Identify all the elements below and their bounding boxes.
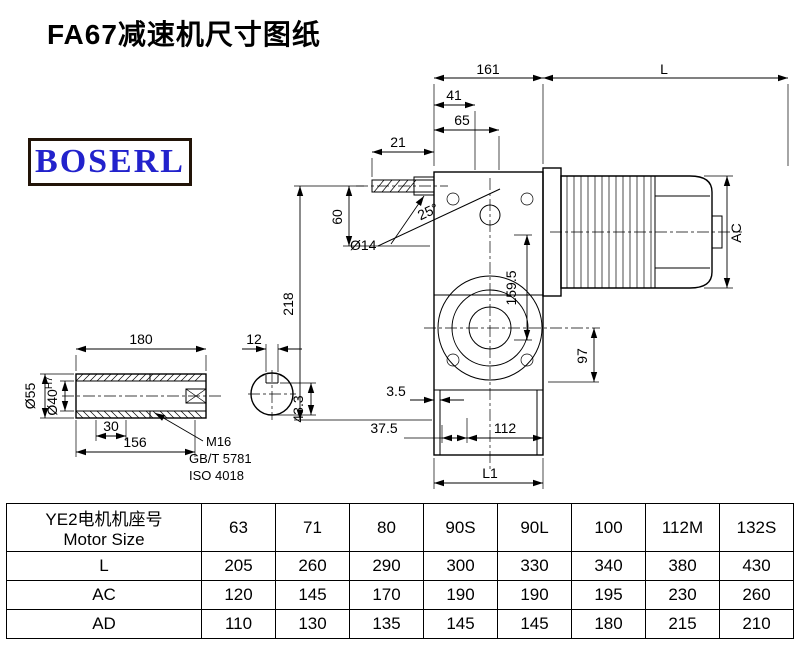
section-hatch-bottom <box>75 410 203 419</box>
table-cell: 110 <box>201 609 276 639</box>
table-row-AC: AC 120 145 170 190 190 195 230 260 <box>6 580 794 610</box>
table-cell: 290 <box>349 551 424 581</box>
housing-outline <box>433 171 544 456</box>
dim-112: 112 <box>494 420 517 436</box>
table-cell: 340 <box>571 551 646 581</box>
size-col-90s: 90S <box>423 503 498 552</box>
table-cell: 180 <box>571 609 646 639</box>
keyway-section-detail: 12 43.3 <box>242 331 316 423</box>
size-col-132s: 132S <box>719 503 794 552</box>
table-row-L: L 205 260 290 300 330 340 380 430 <box>6 551 794 581</box>
dim-L1: L1 <box>482 465 498 481</box>
table-header-row: YE2电机机座号 Motor Size 63 71 80 90S 90L 100… <box>6 503 794 552</box>
dim-41: 41 <box>446 87 462 103</box>
table-cell: 190 <box>423 580 498 610</box>
section-hatch-top <box>75 373 203 382</box>
dim-218: 218 <box>280 292 296 316</box>
dim-156: 156 <box>123 434 147 450</box>
technical-drawing: 161 L 41 65 21 60 218 Ø14 25° AC 159.5 9… <box>22 61 789 489</box>
table-cell: 260 <box>275 551 350 581</box>
dim-AC: AC <box>728 223 744 242</box>
note-thread-m16: M16 <box>206 434 231 449</box>
keyway-slot <box>265 375 279 384</box>
logo-text: BOSERL <box>35 143 185 180</box>
size-col-80: 80 <box>349 503 424 552</box>
shaft-bore-lines <box>76 374 206 418</box>
motor-size-table: YE2电机机座号 Motor Size 63 71 80 90S 90L 100… <box>6 503 794 639</box>
note-std-gb: GB/T 5781 <box>189 451 252 466</box>
table-cell: 130 <box>275 609 350 639</box>
table-cell: 430 <box>719 551 794 581</box>
dim-180: 180 <box>129 331 153 347</box>
dim-3-5: 3.5 <box>386 383 406 399</box>
table-cell: 145 <box>497 609 572 639</box>
dim-43-3: 43.3 <box>290 395 306 422</box>
size-col-100: 100 <box>571 503 646 552</box>
bolt-hole <box>520 353 534 367</box>
dim-dia14: Ø14 <box>350 237 377 253</box>
table-header-cn: YE2电机机座号 <box>45 510 163 529</box>
shaft-detail-view: 180 Ø55 Ø40H7 30 156 M16 GB/T 5781 ISO 4… <box>22 331 252 483</box>
dim-dia55: Ø55 <box>22 383 38 410</box>
table-cell: 135 <box>349 609 424 639</box>
dim-65: 65 <box>454 112 470 128</box>
dim-12: 12 <box>246 331 262 347</box>
centerlines <box>356 178 742 470</box>
note-std-iso: ISO 4018 <box>189 468 244 483</box>
table-cell: 145 <box>275 580 350 610</box>
row-label-AC: AC <box>6 580 202 610</box>
main-dimensions: 161 L 41 65 21 60 218 Ø14 25° AC 159.5 9… <box>280 61 789 489</box>
boserl-logo: BOSERL <box>28 138 192 186</box>
row-label-AD: AD <box>6 609 202 639</box>
dim-37-5: 37.5 <box>370 420 397 436</box>
housing-25deg-edge <box>377 188 501 247</box>
dim-dia40H7: Ø40H7 <box>44 376 60 416</box>
table-cell: 300 <box>423 551 498 581</box>
table-cell: 230 <box>645 580 720 610</box>
table-cell: 190 <box>497 580 572 610</box>
table-cell: 195 <box>571 580 646 610</box>
dim-tol-h7: H7 <box>44 376 55 389</box>
dim-161: 161 <box>476 61 500 77</box>
size-col-63: 63 <box>201 503 276 552</box>
section-extension-lines <box>265 344 316 416</box>
table-cell: 120 <box>201 580 276 610</box>
dim-159-5: 159.5 <box>503 270 519 305</box>
housing-internal-lines <box>434 294 543 455</box>
size-col-71: 71 <box>275 503 350 552</box>
table-row-AD: AD 110 130 135 145 145 180 215 210 <box>6 609 794 639</box>
size-col-112m: 112M <box>645 503 720 552</box>
row-label-L: L <box>6 551 202 581</box>
bolt-hole <box>446 192 460 206</box>
dim-21: 21 <box>390 134 406 150</box>
table-cell: 145 <box>423 609 498 639</box>
table-cell: 170 <box>349 580 424 610</box>
dim-dia40: Ø40 <box>44 389 60 416</box>
table-header-en: Motor Size <box>63 530 145 549</box>
table-cell: 260 <box>719 580 794 610</box>
motor-body <box>560 175 713 289</box>
extension-lines <box>294 84 789 489</box>
table-cell: 380 <box>645 551 720 581</box>
table-cell: 330 <box>497 551 572 581</box>
table-cell: 210 <box>719 609 794 639</box>
output-flange-circle-outer <box>437 275 543 381</box>
dim-60: 60 <box>329 209 345 225</box>
section-centerlines <box>248 370 296 420</box>
motor <box>542 167 723 297</box>
bolt-hole <box>520 192 534 206</box>
table-header-cell: YE2电机机座号 Motor Size <box>6 503 202 552</box>
gearbox-main-view <box>356 167 742 470</box>
dim-L: L <box>660 61 668 77</box>
table-cell: 205 <box>201 551 276 581</box>
page-title: FA67减速机尺寸图纸 <box>47 19 321 50</box>
dim-97: 97 <box>574 348 590 364</box>
dim-30: 30 <box>103 418 119 434</box>
size-col-90l: 90L <box>497 503 572 552</box>
table-cell: 215 <box>645 609 720 639</box>
bolt-hole <box>446 353 460 367</box>
